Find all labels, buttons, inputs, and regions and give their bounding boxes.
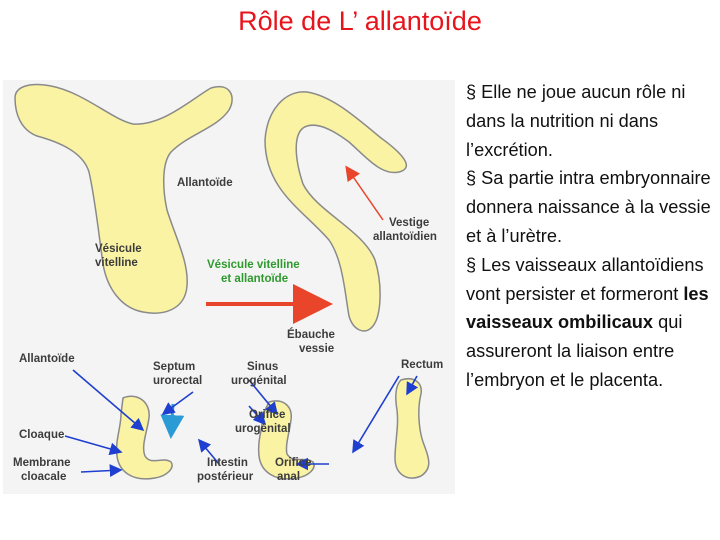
label-septum-1: Septum xyxy=(153,361,195,373)
label-vestige-1: Vestige xyxy=(389,217,429,229)
label-orifice-uro-1: Orifice xyxy=(249,409,285,421)
cloaca-shape xyxy=(115,395,173,480)
label-intestin-2: postérieur xyxy=(197,471,254,483)
yolk-sac-shape xyxy=(14,83,233,314)
rectum-pointer-arrow xyxy=(406,375,419,396)
bullet-item: § Les vaisseaux allantoïdiens vont persi… xyxy=(466,251,718,395)
label-orifice-anal-1: Orifice xyxy=(275,457,311,469)
sinus-pointer-arrow xyxy=(248,379,279,416)
label-membrane-1: Membrane xyxy=(13,457,71,469)
orifice-uro-pointer-arrow xyxy=(248,405,267,426)
bullet-text: § Les vaisseaux allantoïdiens vont persi… xyxy=(466,254,704,304)
label-intestin-1: Intestin xyxy=(207,457,248,469)
rectum-shape xyxy=(394,378,430,479)
vestige-pointer-arrow xyxy=(345,165,384,221)
label-septum-2: urorectal xyxy=(153,375,202,387)
label-vv-allant-1: Vésicule vitelline xyxy=(207,259,300,271)
membrane-pointer-arrow xyxy=(80,464,123,477)
urogenital-shape xyxy=(257,400,315,480)
bullet-bold-text: les vaisseaux ombilicaux xyxy=(466,283,709,333)
label-sinus-1: Sinus xyxy=(247,361,278,373)
label-orifice-anal-2: anal xyxy=(277,471,300,483)
label-allantoide-bottom: Allantoïde xyxy=(19,353,75,365)
bullet-item: § Sa partie intra embryonnaire donnera n… xyxy=(466,168,711,246)
label-cloaque: Cloaque xyxy=(19,429,64,441)
intestin-pointer-arrow xyxy=(197,438,220,465)
label-membrane-2: cloacale xyxy=(21,471,66,483)
septum-pointer-arrow xyxy=(161,391,194,415)
allantois-diagram: Allantoïde Vésicule vitelline Vésicule v… xyxy=(3,80,455,494)
label-allantoide-top: Allantoïde xyxy=(177,177,233,189)
label-vestige-2: allantoïdien xyxy=(373,231,437,243)
allantoide-pointer-arrow xyxy=(72,369,145,432)
cloaque-pointer-arrow xyxy=(64,435,123,456)
rectum-pointer-arrow-2 xyxy=(352,375,400,454)
diagram-svg: Allantoïde Vésicule vitelline Vésicule v… xyxy=(13,83,443,483)
label-vesicule-2: vitelline xyxy=(95,257,138,269)
bullet-text: qui assureront la liaison entre l’embryo… xyxy=(466,312,683,390)
label-vesicule-1: Vésicule xyxy=(95,243,142,255)
allantois-vestige-shape xyxy=(264,91,407,332)
label-orifice-uro-2: urogénital xyxy=(235,423,291,435)
label-sinus-2: urogénital xyxy=(231,375,287,387)
label-ebauche-2: vessie xyxy=(299,343,334,355)
label-ebauche-1: Ébauche xyxy=(287,328,335,341)
bullet-list: § Elle ne joue aucun rôle ni dans la nut… xyxy=(466,78,718,395)
label-rectum: Rectum xyxy=(401,359,443,371)
label-vv-allant-2: et allantoïde xyxy=(221,273,288,285)
page-title: Rôle de L’ allantoïde xyxy=(238,6,482,36)
bullet-item: § Elle ne joue aucun rôle ni dans la nut… xyxy=(466,82,686,160)
